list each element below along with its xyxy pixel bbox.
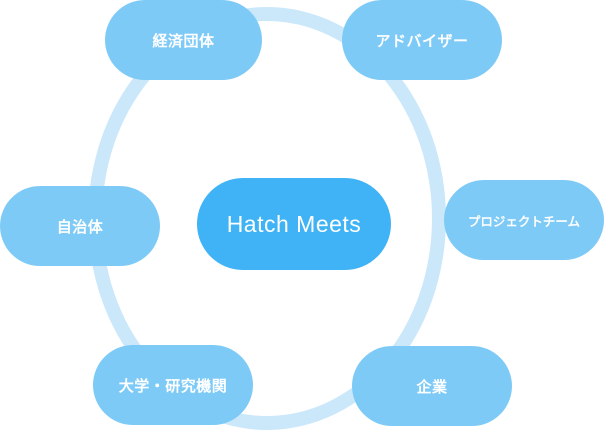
node-keizai-dantai: 経済団体	[105, 0, 262, 80]
node-kigyo: 企業	[352, 346, 512, 426]
node-jichitai: 自治体	[0, 186, 160, 266]
node-advisor: アドバイザー	[342, 0, 502, 80]
node-university-research: 大学・研究機関	[93, 345, 253, 425]
center-hub-hatch-meets: Hatch Meets	[197, 178, 391, 270]
node-project-team: プロジェクトチーム	[444, 180, 604, 260]
